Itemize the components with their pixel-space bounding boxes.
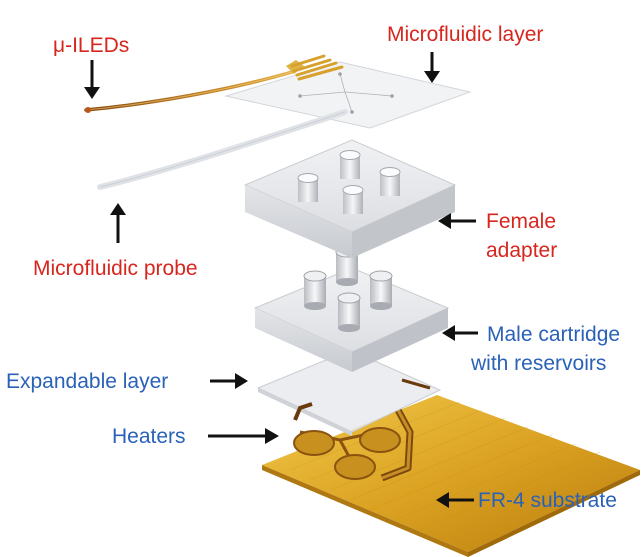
microfluidic-probe-strip [97,109,348,190]
label-microfluidic-probe: Microfluidic probe [33,257,198,280]
arrow-fr4-substrate [436,492,474,508]
label-female-adapter-line2: adapter [486,239,558,262]
arrow-heaters [208,428,279,444]
heater-lead [293,402,313,421]
arrow-female-adapter [438,213,476,229]
label-uiled: μ-ILEDs [53,34,130,57]
male-cartridge-block [253,246,450,372]
uiled-probe-wire [84,54,344,113]
label-male-cartridge-line1: Male cartridge [487,323,621,346]
expandable-layer-sheet [256,349,442,436]
arrow-male-cartridge [442,325,478,341]
reservoir-posts [303,246,393,332]
gold-contact-pads [290,54,344,81]
led-tip [85,107,91,113]
label-female-adapter-line1: Female [486,210,557,233]
arrow-expandable-layer [210,373,248,389]
label-fr4-substrate: FR-4 substrate [478,489,617,512]
label-male-cartridge-line2: with reservoirs [471,352,607,375]
arrow-microfluidic-layer [424,52,440,83]
label-heaters: Heaters [112,425,186,448]
fr4-substrate-board [262,395,640,557]
arrow-microfluidic-probe [110,203,126,243]
label-expandable-layer: Expandable layer [6,370,169,393]
female-adapter-block [243,139,457,258]
adapter-sockets [297,150,401,214]
arrow-uiled [84,60,100,99]
label-microfluidic-layer: Microfluidic layer [387,23,544,46]
pointer-arrows [84,52,478,508]
